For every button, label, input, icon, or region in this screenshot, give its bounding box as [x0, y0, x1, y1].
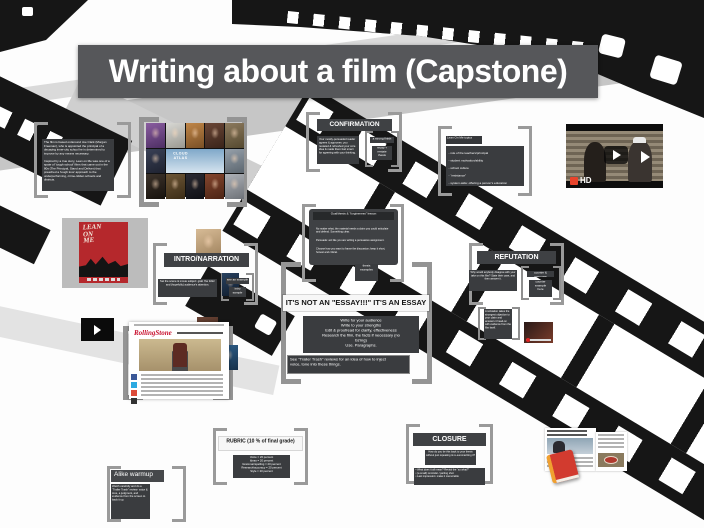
confirmation-mini-frame[interactable] [365, 131, 399, 167]
poster-credits [87, 278, 120, 281]
rubric-frame[interactable] [213, 428, 308, 485]
goal-frame[interactable] [302, 204, 404, 282]
goal-p3: Choose how you want to frame the discuss… [316, 247, 386, 254]
closure-box-2[interactable]: • What does it all mean? Revisit the “so… [414, 468, 485, 485]
warmup-box[interactable]: Watch carefully and do a “Trailer Trash”… [111, 484, 150, 519]
lean-on-me-video[interactable]: HD [566, 124, 663, 188]
essay-note-box[interactable]: See "Trailer Trash" reviews for an idea … [287, 355, 410, 374]
intro-box[interactable]: Set the scene & movie subject: grab 'the… [158, 279, 217, 297]
essay-frame[interactable] [281, 262, 432, 384]
steak-photo [598, 453, 624, 467]
essay-header: IT'S NOT AN "ESSAY!!!" IT'S AN ESSAY [283, 295, 429, 311]
intro-mini-box: intro sample [229, 287, 246, 297]
record-dot-icon [526, 338, 530, 342]
confirmation-box[interactable]: Your mostly-persuaded reader agrees & ap… [317, 136, 359, 164]
topic-item: school culture [448, 167, 522, 171]
presentation-title: Writing about a film (Capstone) [78, 45, 598, 98]
embedded-video-thumbnail[interactable] [81, 318, 114, 341]
cloud-atlas-poster[interactable]: CLOUD ATLAS [146, 123, 244, 199]
topic-item: system-wide: offering a person's educati… [448, 182, 522, 186]
confirmation-text: Your mostly-persuaded reader agrees & ap… [319, 138, 356, 155]
play-icon [94, 324, 101, 335]
topics-label: Lean On Me topics [446, 136, 482, 144]
video-figure-cap [633, 137, 646, 143]
confirmation-header: CONFIRMATION [317, 119, 392, 131]
rubric-box[interactable]: Voice = 20 percent Ideas = 20 percent Gr… [233, 455, 290, 478]
intro-header: INTRO/NARRATION [164, 253, 249, 267]
googleplus-icon[interactable] [131, 390, 137, 396]
robot-figure [173, 343, 187, 367]
collage-frame[interactable] [139, 117, 247, 207]
topics-box[interactable]: role of the teachers/principal student m… [446, 146, 524, 186]
steak-image [604, 456, 618, 464]
poster-title: LEAN ON ME [82, 222, 102, 245]
article-text [141, 374, 223, 396]
hd-badge: HD [570, 176, 592, 185]
warmup-header: Alike warmup [111, 470, 164, 482]
filmstrip-left-small [0, 197, 51, 265]
card-text [598, 434, 624, 450]
rubric-header: RUBRIC (10 % of final grade) [219, 437, 302, 450]
camera-figure [553, 441, 565, 453]
topics-frame[interactable] [438, 126, 532, 196]
email-icon[interactable] [131, 398, 137, 404]
refutation-video-thumbnail[interactable] [524, 322, 553, 343]
refutation-header: REFUTATION [477, 251, 556, 264]
card-headline [547, 430, 587, 436]
channel-logo-icon [570, 176, 578, 185]
synopsis-box[interactable]: The film is based on/around Joe Clark (M… [42, 139, 114, 191]
synopsis-text: The film is based on/around Joe Clark (M… [44, 141, 110, 182]
goal-header: Goal/thesis & “forgiveness” lesson [313, 212, 394, 220]
facebook-icon[interactable] [131, 374, 137, 380]
article-nav [177, 332, 223, 334]
closure-frame[interactable] [406, 424, 493, 484]
goal-mini-box: thesis examples [355, 264, 378, 281]
poster-silhouettes [79, 256, 128, 277]
share-buttons[interactable] [131, 374, 137, 404]
video-figure-left [584, 142, 606, 182]
goal-p1: No matter what, the material needs a cla… [316, 227, 389, 234]
intro-mini-label: see an example [226, 278, 249, 284]
closure-box-1[interactable]: How do you tie this back to your thesis … [425, 450, 476, 465]
topic-item: role of the teachers/principal [448, 152, 522, 156]
intro-frame[interactable] [153, 243, 258, 305]
refutation-mini-label: counter & response [527, 271, 554, 277]
goal-p2: Persuade: act like you are writing a per… [316, 239, 385, 242]
refutation-mini-box: counter example here [529, 280, 552, 297]
card-photo [547, 438, 593, 454]
refutation-example-box[interactable]: A refutation takes the strongest objecti… [484, 309, 512, 339]
twitter-icon[interactable] [131, 382, 137, 388]
video-progress-bar [526, 339, 551, 341]
synopsis-frame[interactable] [34, 122, 131, 198]
article-topbar [134, 324, 224, 326]
lean-on-me-poster: LEAN ON ME [79, 222, 128, 283]
closure-header: CLOSURE [413, 433, 486, 446]
topic-item: student motivation/ability [448, 159, 522, 163]
web-article-card[interactable] [596, 432, 627, 471]
confirmation-frame[interactable] [306, 112, 402, 172]
article-photo [139, 339, 221, 371]
collage-title: CLOUD ATLAS [172, 152, 188, 161]
play-icon[interactable] [604, 146, 628, 164]
rollingstone-logo: RollingStone [134, 329, 172, 337]
poster-card[interactable]: LEAN ON ME [62, 218, 148, 288]
side-play-icon[interactable] [641, 151, 650, 163]
confirmation-mini-label: a strong finish [370, 137, 394, 143]
confirmation-mini-box: recap + restate thesis [372, 146, 392, 160]
presentation-title-text: Writing about a film (Capstone) [108, 53, 568, 89]
refutation-box[interactable]: Why would anybody disagree with your tak… [469, 270, 517, 291]
essay-box[interactable]: Write for your audience Write to your st… [303, 316, 419, 353]
refutation-example-frame[interactable] [478, 307, 520, 340]
refutation-mini-frame[interactable] [521, 266, 561, 300]
warmup-frame[interactable] [107, 466, 186, 522]
rollingstone-article[interactable]: RollingStone [129, 322, 229, 404]
topic-item: “resistance” [448, 174, 522, 178]
goal-box[interactable]: Goal/thesis & “forgiveness” lesson No ma… [309, 209, 398, 265]
